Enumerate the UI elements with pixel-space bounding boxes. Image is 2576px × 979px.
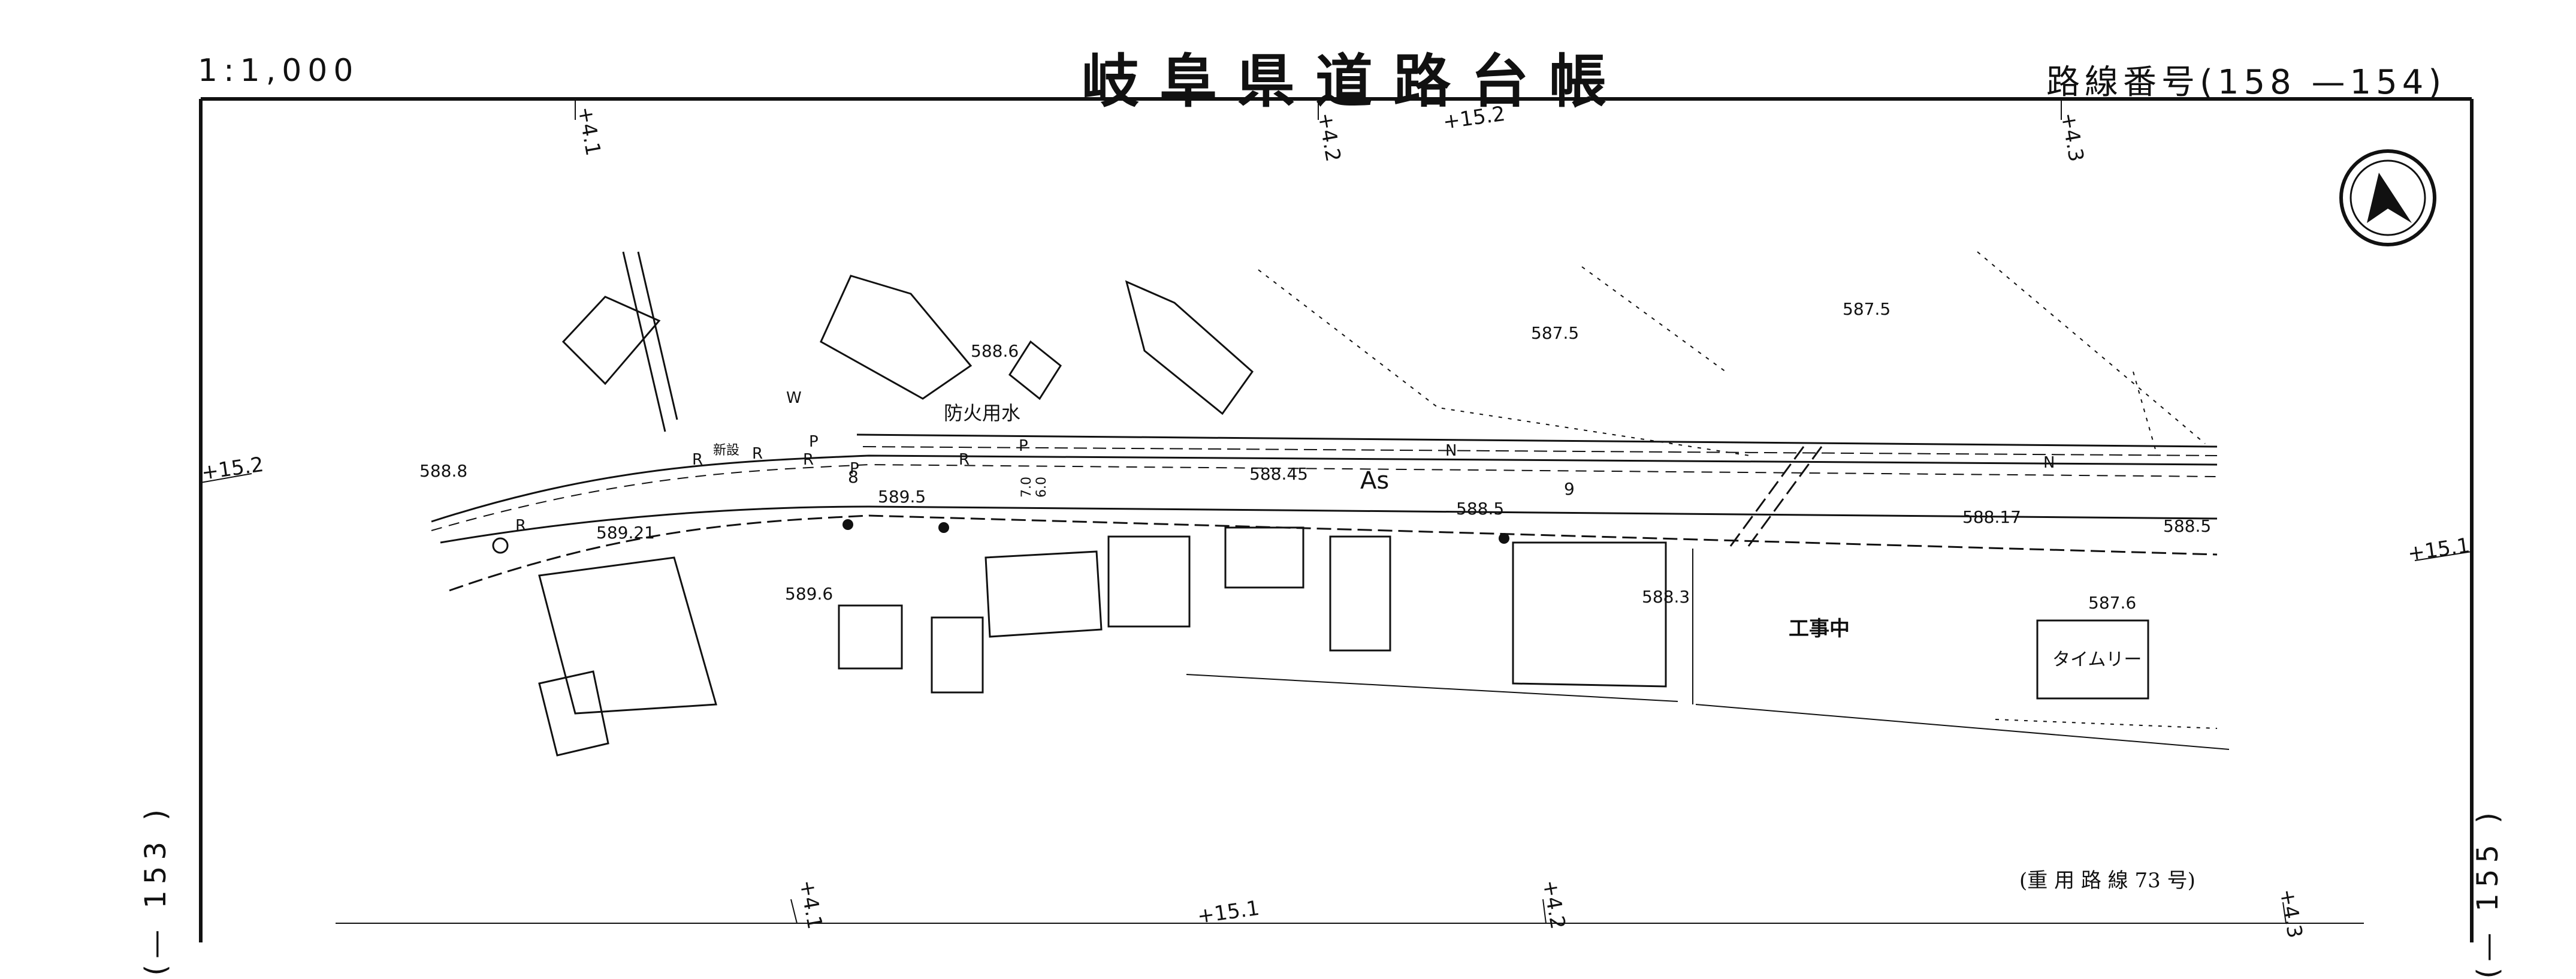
route-note: (重 用 路 線 73 号) [2019, 869, 2196, 893]
grid-ticks [200, 99, 2472, 924]
elevation-label: 588.3 [1642, 587, 1690, 607]
elevation-label: 589.21 [596, 523, 655, 543]
map-title: 岐阜県道路台帳 [1082, 48, 1627, 115]
under-construction-label: 工事中 [1789, 617, 1850, 641]
marker-label: R [803, 451, 814, 469]
marker-label: R [752, 445, 763, 463]
fire-water-tank-label: 防火用水 [944, 402, 1020, 424]
marker-label: R [959, 451, 970, 469]
road-edges [431, 251, 2230, 750]
road-ledger-map: +4.1 +4.2 +15.2 +4.3 +15.2 +15.1 +4.1 +1… [199, 97, 2474, 942]
grid-label-top-1: +4.1 [573, 105, 605, 158]
elevation-label: 588.17 [1962, 507, 2021, 527]
road-center-number: 9 [1564, 479, 1575, 499]
building-outlines [538, 275, 2149, 757]
elevation-label: 587.6 [2088, 593, 2136, 613]
grid-label-top-2: +4.2 [1313, 111, 1345, 164]
elevation-label: 588.5 [1456, 499, 1504, 519]
elevation-label: 588.6 [971, 341, 1019, 361]
north-arrow-icon [2339, 149, 2436, 246]
timely-building-label: タイムリー [2052, 649, 2142, 670]
marker-label: R [515, 517, 526, 535]
road-width-label: 6.0 [1034, 477, 1049, 498]
pavement-type-label: As [1360, 467, 1389, 495]
grid-label-right: +15.1 [2406, 534, 2472, 566]
elevation-label: 589.6 [785, 584, 833, 604]
elevation-label: 587.5 [1531, 323, 1579, 343]
parcel-lines [1258, 251, 2218, 729]
route-number: 路線番号(158 —154) [2046, 63, 2447, 102]
marker-label: P [850, 460, 859, 478]
marker-label: 8 [848, 467, 859, 487]
grid-label-top-3: +15.2 [1442, 102, 1507, 134]
elevation-label: 587.5 [1843, 299, 1891, 319]
elevation-label: 588.45 [1249, 464, 1308, 484]
marker-label: P [809, 433, 819, 451]
marker-label: W [786, 389, 802, 407]
new-install-label: 新設 [713, 443, 739, 458]
marker-label: N [1445, 442, 1457, 460]
grid-label-top-4: +4.3 [2056, 111, 2088, 164]
elevation-label: 589.5 [878, 487, 926, 507]
marker-label: P [1019, 437, 1028, 455]
road-width-label: 7.0 [1019, 477, 1034, 498]
grid-label-bottom-4: +4.3 [2275, 887, 2307, 940]
elevation-label: 588.5 [2163, 516, 2211, 536]
map-scale: 1:1,000 [198, 53, 360, 89]
marker-label: R [692, 451, 703, 469]
marker-label: N [2043, 454, 2055, 472]
street-tree-row [492, 519, 1509, 554]
elevation-label: 588.8 [419, 461, 467, 481]
grid-label-left: +15.2 [200, 453, 265, 485]
sheet-frame [199, 97, 2474, 942]
